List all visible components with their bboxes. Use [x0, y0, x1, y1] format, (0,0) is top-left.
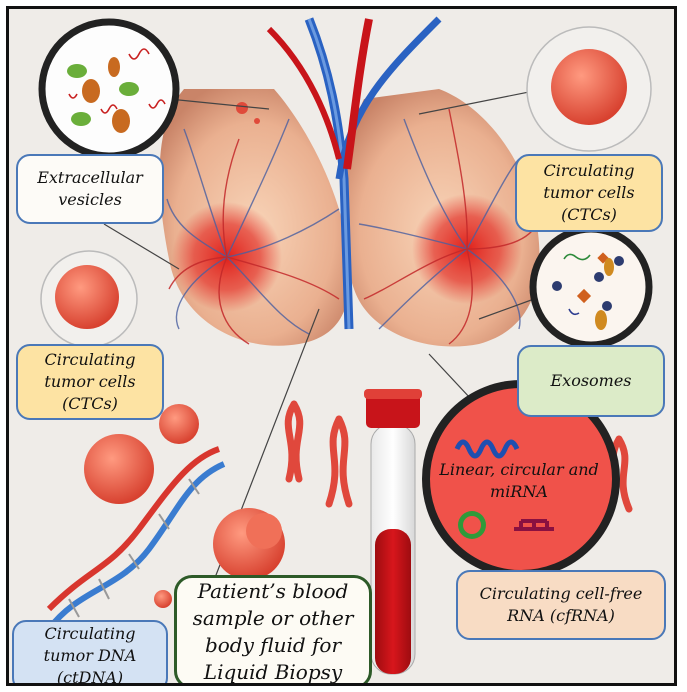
ctdna-label: Circulating tumor DNA (ctDNA)	[12, 620, 168, 683]
extracellular-vesicles-label: Extracellular vesicles	[16, 154, 164, 224]
exosomes-circle	[529, 225, 653, 349]
illustration-artwork	[38, 16, 653, 675]
dna-helix	[46, 446, 226, 631]
illustration-frame: Extracellular vesicles Circulating tumor…	[6, 6, 677, 686]
cfrna-label: Circulating cell-free RNA (cfRNA)	[456, 570, 666, 640]
ctc-right-label: Circulating tumor cells (CTCs)	[515, 154, 663, 232]
ctc-cell-top-right	[526, 26, 652, 152]
rna-types-label: Linear, circular and miRNA	[439, 460, 599, 501]
extracellular-vesicles-circle	[38, 18, 180, 160]
free-tumor-cells	[84, 404, 285, 608]
ctc-left-label: Circulating tumor cells (CTCs)	[16, 344, 164, 420]
blood-sample-label: Patient’s blood sample or other body flu…	[174, 575, 372, 683]
breast-illustration	[159, 16, 540, 347]
blood-tube	[364, 389, 422, 675]
exosomes-label: Exosomes	[517, 345, 665, 417]
ctc-cell-left	[40, 250, 138, 348]
